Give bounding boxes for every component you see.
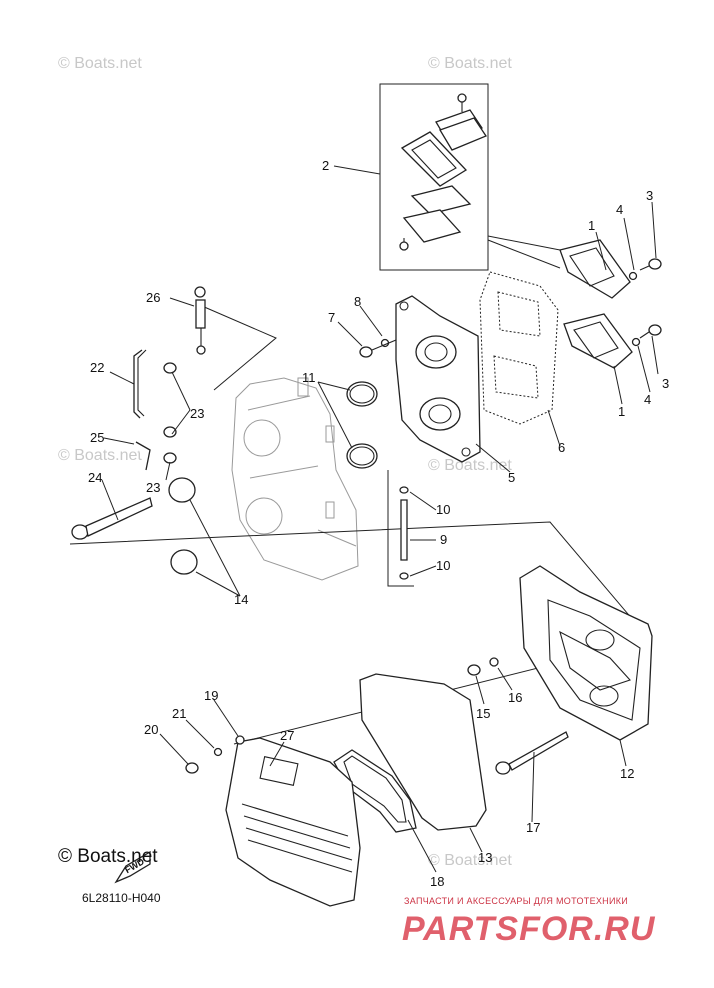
hose-short xyxy=(135,441,151,471)
watermark-layer: © Boats.net © Boats.net © Boats.net © Bo… xyxy=(58,55,512,869)
callout-26: 26 xyxy=(146,290,160,305)
callout-20: 20 xyxy=(144,722,158,737)
callout-27: 27 xyxy=(280,728,294,743)
gasket-loop xyxy=(359,673,487,831)
washer xyxy=(489,657,499,667)
washer xyxy=(631,337,641,347)
leader-lines xyxy=(101,165,659,873)
callout-4: 4 xyxy=(644,392,651,407)
gasket-rubber xyxy=(333,749,417,833)
callout-10: 10 xyxy=(436,502,450,517)
callout-23: 23 xyxy=(190,406,204,421)
bolt xyxy=(359,339,397,358)
brand-banner: ЗАПЧАСТИ И АКСЕССУАРЫ ДЛЯ МОТОТЕХНИКИ PA… xyxy=(402,896,656,948)
o-ring xyxy=(346,381,378,407)
grommet xyxy=(235,735,245,745)
callout-21: 21 xyxy=(172,706,186,721)
callout-17: 17 xyxy=(526,820,540,835)
boats-watermark: © Boats.net xyxy=(428,852,512,869)
engine-block-ghost xyxy=(231,377,359,581)
callout-6: 6 xyxy=(558,440,565,455)
inset-screw-bottom xyxy=(399,238,409,251)
screw xyxy=(639,258,662,271)
washer xyxy=(213,747,223,757)
callout-19: 19 xyxy=(204,688,218,703)
reed-gasket xyxy=(410,185,472,215)
callout-2: 2 xyxy=(322,158,329,173)
callout-10: 10 xyxy=(436,558,450,573)
brand-tagline: ЗАПЧАСТИ И АКСЕССУАРЫ ДЛЯ МОТОТЕХНИКИ xyxy=(404,896,628,906)
callout-12: 12 xyxy=(620,766,634,781)
bolt xyxy=(467,664,481,676)
callout-8: 8 xyxy=(354,294,361,309)
fwd-arrow-icon: FWD xyxy=(114,850,151,884)
callout-3: 3 xyxy=(662,376,669,391)
screw xyxy=(639,324,662,339)
o-ring-large xyxy=(170,549,198,575)
inset-screw-top xyxy=(457,93,467,112)
callout-labels: 2 1 4 3 26 8 7 22 11 3 4 1 23 6 25 5 24 … xyxy=(88,158,669,889)
reed-petal xyxy=(439,117,487,151)
callout-4: 4 xyxy=(616,202,623,217)
pin xyxy=(400,499,408,561)
o-ring xyxy=(346,443,378,469)
callout-1: 1 xyxy=(588,218,595,233)
o-ring-large xyxy=(168,477,196,503)
callout-23: 23 xyxy=(146,480,160,495)
bolt xyxy=(185,762,199,774)
boats-watermark: © Boats.net xyxy=(428,457,512,474)
washer xyxy=(399,486,409,494)
bolt-long xyxy=(71,497,153,540)
leader-frame xyxy=(201,305,277,391)
callout-13: 13 xyxy=(478,850,492,865)
reed-valve-lower xyxy=(563,313,633,369)
clip xyxy=(163,362,177,464)
callout-7: 7 xyxy=(328,310,335,325)
boats-watermark-main: © Boats.net xyxy=(58,846,158,867)
reed-valve-upper xyxy=(559,239,631,299)
inset-frame xyxy=(379,83,489,271)
callout-5: 5 xyxy=(508,470,515,485)
intake-gasket xyxy=(479,271,559,425)
callout-9: 9 xyxy=(440,532,447,547)
reed-valve-inset xyxy=(379,83,489,271)
reed-stopper xyxy=(402,209,462,243)
callout-11: 11 xyxy=(302,370,316,385)
drawing-code: 6L28110-H040 xyxy=(82,891,161,905)
intake-manifold xyxy=(395,295,481,463)
callout-15: 15 xyxy=(476,706,490,721)
brand-logo: PARTSFOR.RU xyxy=(402,910,656,948)
boats-watermark: © Boats.net xyxy=(428,55,512,72)
outer-cover xyxy=(225,737,361,907)
callout-22: 22 xyxy=(90,360,104,375)
inner-cover xyxy=(519,565,653,741)
callout-3: 3 xyxy=(646,188,653,203)
washer xyxy=(628,271,638,281)
boats-watermark: © Boats.net xyxy=(58,447,142,464)
callout-18: 18 xyxy=(430,874,444,889)
callout-24: 24 xyxy=(88,470,102,485)
check-valve xyxy=(194,286,206,355)
leader-frame xyxy=(387,470,414,587)
callout-14: 14 xyxy=(234,592,248,607)
long-bolt xyxy=(495,731,569,775)
boats-watermark: © Boats.net xyxy=(58,55,142,72)
callout-16: 16 xyxy=(508,690,522,705)
reed-block xyxy=(400,131,468,187)
washer xyxy=(399,572,409,580)
callout-1: 1 xyxy=(618,404,625,419)
callout-25: 25 xyxy=(90,430,104,445)
